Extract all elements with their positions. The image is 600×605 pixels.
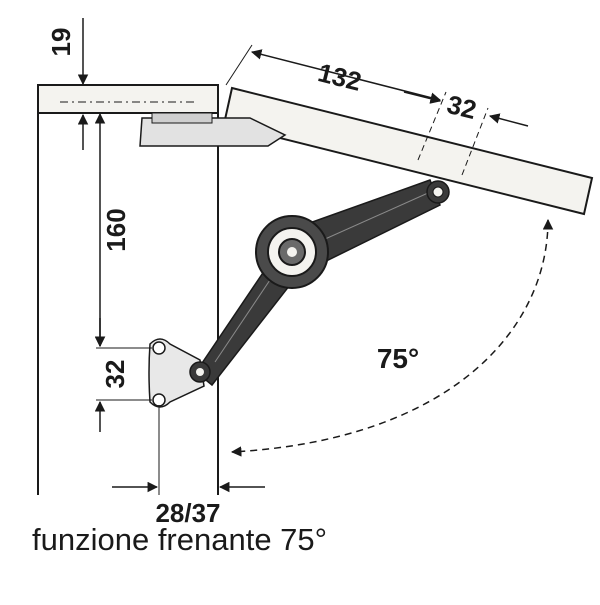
- dim-label-132: 132: [315, 57, 364, 97]
- damper-hub: [255, 215, 329, 289]
- angle-label: 75°: [377, 343, 419, 374]
- opened-lid: [222, 86, 594, 216]
- dim-height: 160: [94, 112, 131, 348]
- wall-mount-plate: [148, 338, 211, 408]
- dim-label-32-mount: 32: [100, 360, 130, 389]
- dim-lid-offset: 32: [403, 89, 529, 176]
- hinge-bracket: [139, 112, 287, 147]
- dim-top-thickness: 19: [38, 18, 100, 150]
- dim-label-19: 19: [46, 28, 76, 57]
- opening-angle-arc: 75°: [230, 218, 554, 457]
- dim-label-28-37: 28/37: [155, 498, 220, 528]
- diagram-caption: funzione frenante 75°: [32, 522, 328, 557]
- cabinet-side-panel: [37, 85, 219, 495]
- dim-side-offset: 28/37: [112, 405, 265, 528]
- dim-label-160: 160: [101, 208, 131, 251]
- lid-pivot: [426, 180, 450, 204]
- dim-label-32-lid: 32: [444, 89, 479, 125]
- dim-mount-spacing: 32: [94, 318, 152, 432]
- cabinet-top-panel: [37, 84, 219, 114]
